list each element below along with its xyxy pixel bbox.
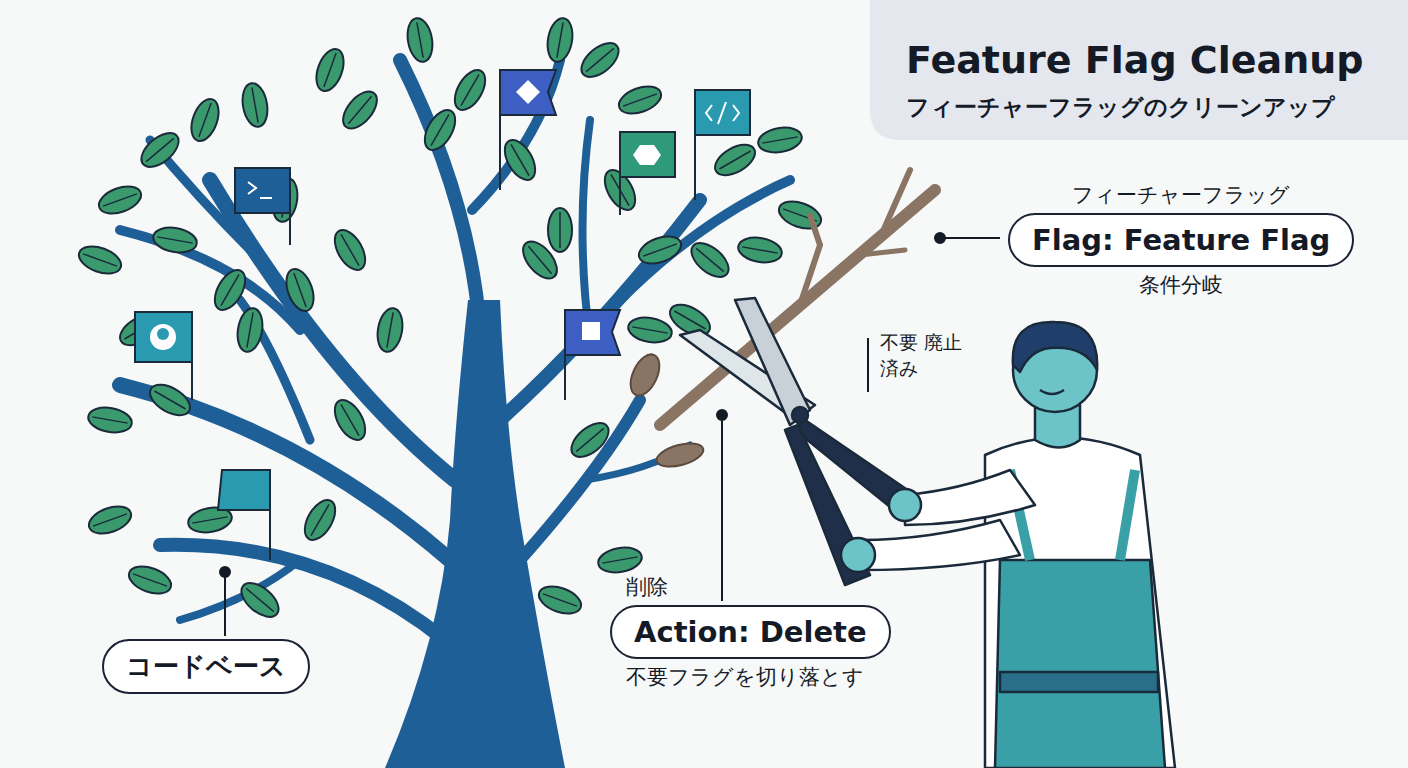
status-label: 不要 廃止済み — [880, 330, 964, 381]
leaf — [685, 237, 734, 284]
leaf — [86, 404, 133, 435]
flags — [135, 70, 750, 560]
pill-text: Action: Delete — [634, 615, 867, 649]
leaf — [329, 225, 372, 275]
leaf — [329, 395, 372, 445]
leaf — [615, 81, 665, 119]
leaf — [299, 495, 342, 545]
leader-lines — [220, 233, 1000, 636]
label-pill: フィーチャーフラッグFlag: Feature Flag条件分岐 — [1008, 213, 1354, 267]
leaf — [311, 45, 349, 95]
gardener — [680, 298, 1175, 768]
leaf — [626, 314, 673, 345]
pill-note: 不要フラグを切り落とす — [626, 663, 864, 691]
leaf — [535, 581, 585, 619]
leaf — [374, 306, 405, 353]
leaf — [95, 181, 145, 219]
leaf — [575, 37, 624, 84]
pill-heading: 削除 — [626, 573, 668, 601]
leaf — [234, 306, 265, 353]
leaf — [499, 135, 542, 185]
leaf — [186, 95, 224, 145]
label-pill: 削除Action: Delete不要フラグを切り落とす — [610, 605, 891, 659]
leaf — [145, 379, 195, 422]
leaf — [544, 16, 575, 63]
leaf — [635, 231, 685, 269]
leaf — [596, 544, 643, 575]
pill-note: 条件分岐 — [1139, 271, 1223, 299]
leaf — [209, 265, 252, 315]
leaf — [235, 577, 284, 624]
leaf — [419, 105, 462, 155]
pill-text: コードベース — [126, 649, 286, 684]
leaf — [404, 16, 435, 63]
leaf — [517, 235, 564, 284]
leaf — [337, 85, 384, 134]
title-panel — [870, 0, 1408, 140]
leaf — [75, 241, 125, 279]
subtitle: フィーチャーフラッグのクリーンアップ — [906, 92, 1335, 123]
leaf — [736, 234, 783, 265]
pill-text: Flag: Feature Flag — [1032, 223, 1330, 257]
leaf — [135, 127, 184, 174]
leaf — [449, 65, 492, 115]
leaf — [85, 501, 135, 539]
leaf — [548, 208, 572, 252]
leaf — [239, 81, 270, 128]
leaf — [151, 224, 198, 255]
leaf — [125, 561, 175, 599]
title: Feature Flag Cleanup — [906, 38, 1363, 82]
leaf — [565, 417, 614, 464]
leaf — [756, 124, 803, 155]
leaf — [710, 139, 760, 182]
tree-trunk — [385, 300, 565, 768]
leaf — [281, 265, 319, 315]
dead-branch — [625, 170, 935, 471]
label-pill: コードベース — [102, 639, 310, 694]
pill-heading: フィーチャーフラッグ — [1072, 181, 1290, 209]
leaves — [75, 16, 825, 623]
